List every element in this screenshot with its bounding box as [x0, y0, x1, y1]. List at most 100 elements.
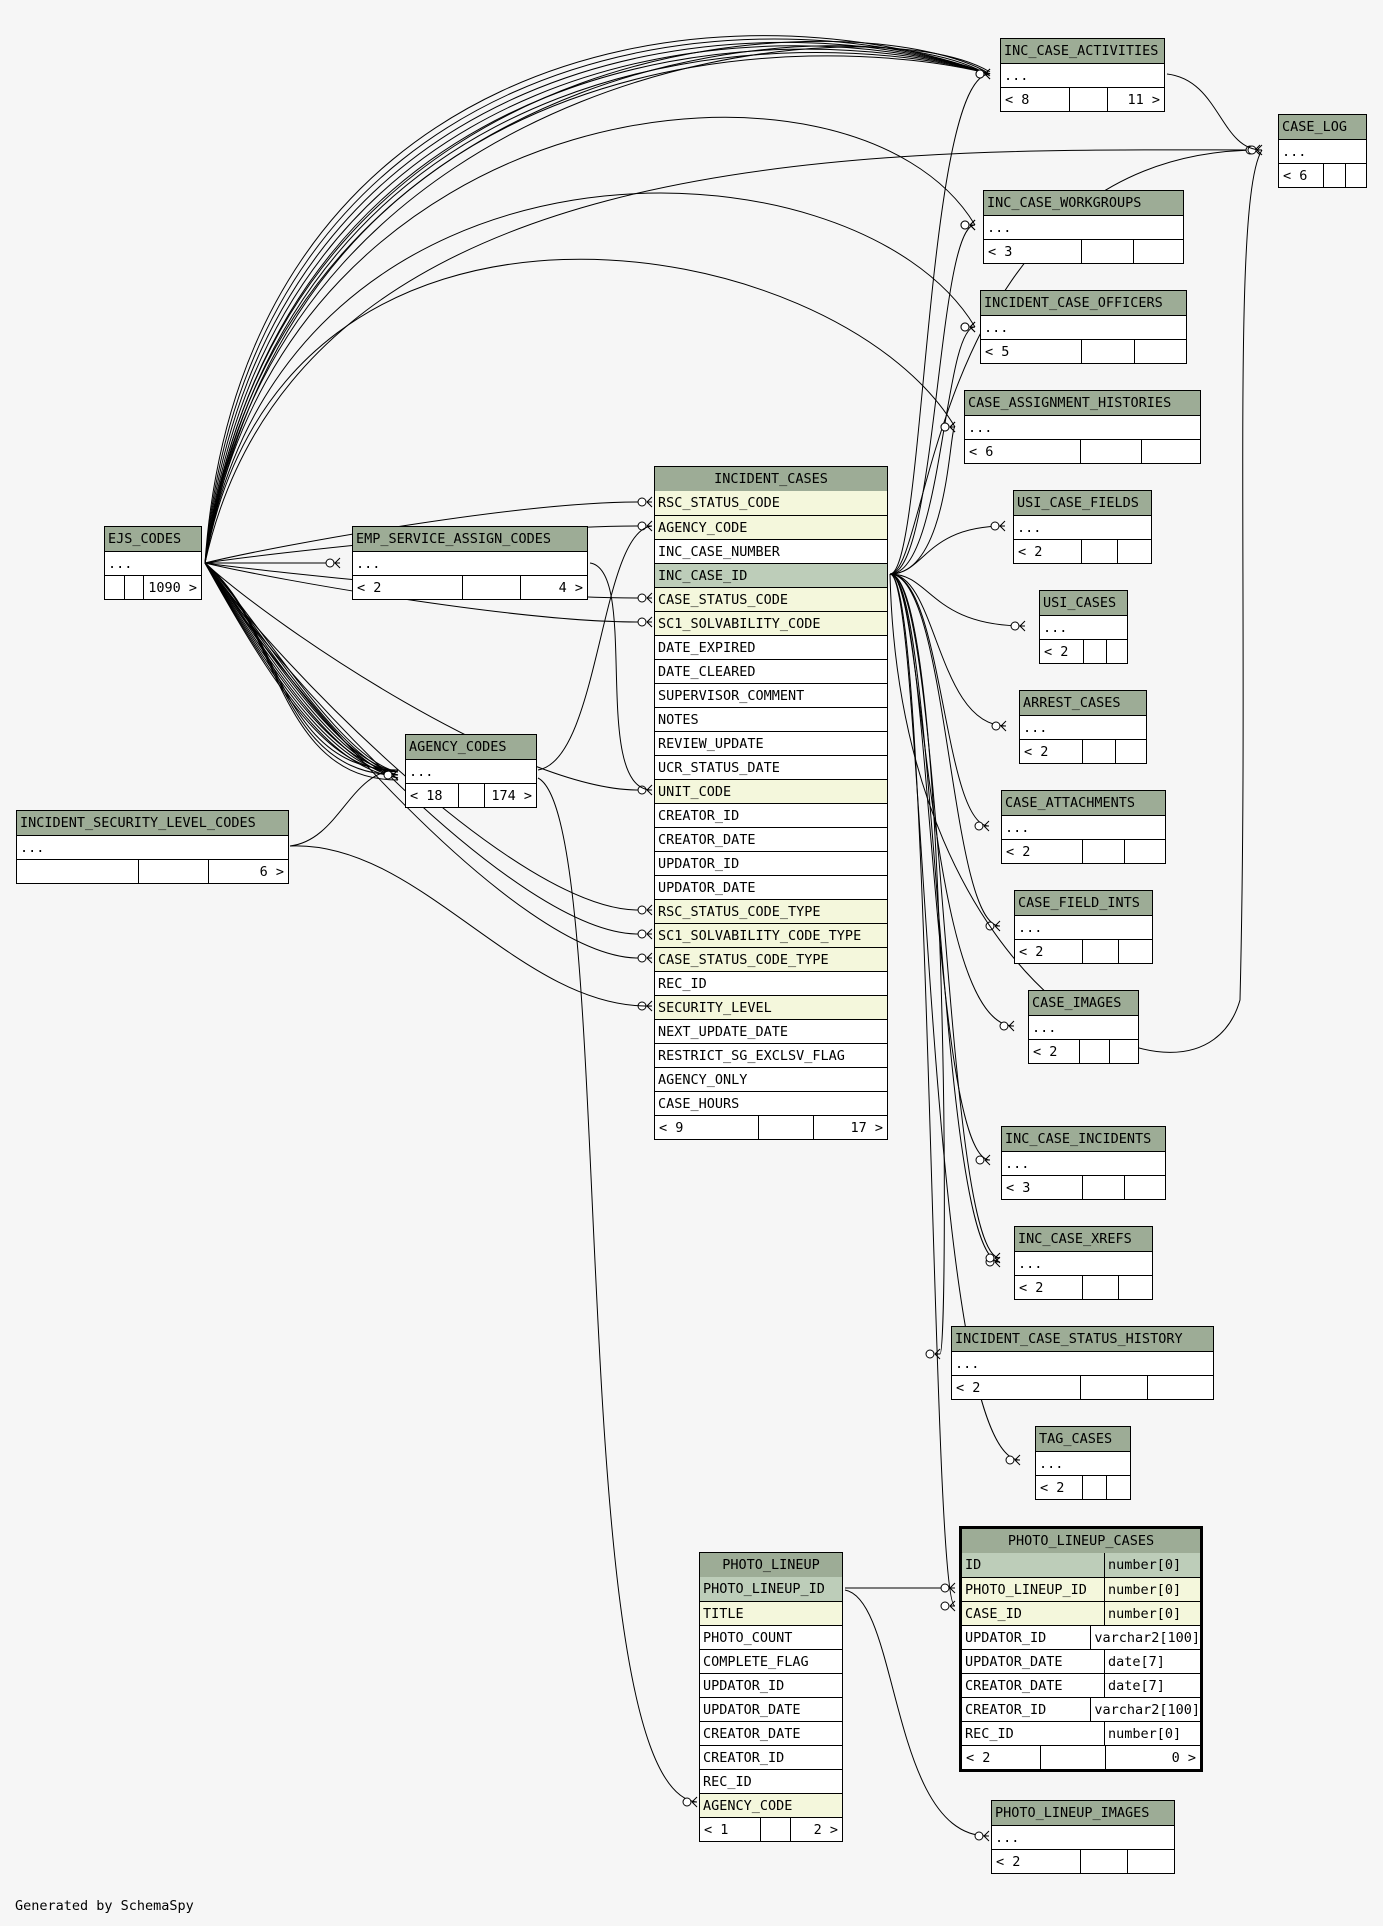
table-footer: < 2: [1014, 539, 1151, 563]
columns-count: [138, 860, 208, 883]
column-row[interactable]: RSC_STATUS_CODE_TYPE: [655, 899, 887, 923]
children-count: [1141, 440, 1200, 463]
table-case-field-ints[interactable]: CASE_FIELD_INTS ... < 2: [1014, 890, 1153, 964]
table-incident-case-status-history[interactable]: INCIDENT_CASE_STATUS_HISTORY ... < 2: [951, 1326, 1214, 1400]
column-row[interactable]: DATE_EXPIRED: [655, 635, 887, 659]
column-row[interactable]: AGENCY_CODE: [700, 1793, 842, 1817]
crowfoot-marker: [1005, 1454, 1021, 1466]
column-row[interactable]: CASE_STATUS_CODE: [655, 587, 887, 611]
crowfoot-marker: [925, 1348, 941, 1360]
relationship-line: [889, 149, 1261, 575]
parents-count: < 2: [1040, 1480, 1065, 1496]
column-row[interactable]: UCR_STATUS_DATE: [655, 755, 887, 779]
table-inc-case-xrefs[interactable]: INC_CASE_XREFS ... < 2: [1014, 1226, 1153, 1300]
column-row[interactable]: CREATOR_DATE: [700, 1721, 842, 1745]
column-row[interactable]: RESTRICT_SG_EXCLSV_FLAG: [655, 1043, 887, 1067]
columns-count: [1081, 340, 1134, 363]
column-row[interactable]: AGENCY_ONLY: [655, 1067, 887, 1091]
table-usi-case-fields[interactable]: USI_CASE_FIELDS ... < 2: [1013, 490, 1152, 564]
table-header: INCIDENT_CASES: [655, 467, 887, 491]
column-row[interactable]: CASE_STATUS_CODE_TYPE: [655, 947, 887, 971]
column-row[interactable]: TITLE: [700, 1601, 842, 1625]
table-tag-cases[interactable]: TAG_CASES ... < 2: [1035, 1426, 1131, 1500]
column-type: date[7]: [1108, 1654, 1165, 1670]
table-inc-case-workgroups[interactable]: INC_CASE_WORKGROUPS ... < 3: [983, 190, 1184, 264]
column-row[interactable]: SECURITY_LEVEL: [655, 995, 887, 1019]
column-row[interactable]: SC1_SOLVABILITY_CODE_TYPE: [655, 923, 887, 947]
columns-ellipsis: ...: [1014, 515, 1151, 539]
table-ejs-codes[interactable]: EJS_CODES ... 1090 >: [104, 526, 202, 600]
columns-count: [1080, 1376, 1147, 1399]
column-row[interactable]: SC1_SOLVABILITY_CODE: [655, 611, 887, 635]
relationship-line: [204, 116, 976, 564]
table-case-log[interactable]: CASE_LOG ... < 6: [1278, 114, 1367, 188]
columns-count: [1082, 1476, 1106, 1499]
columns-count: [462, 576, 520, 599]
column-row[interactable]: REC_ID: [700, 1769, 842, 1793]
column-row[interactable]: INC_CASE_ID: [655, 563, 887, 587]
table-footer: 6 >: [17, 859, 288, 883]
column-row[interactable]: UPDATOR_ID: [700, 1673, 842, 1697]
table-arrest-cases[interactable]: ARREST_CASES ... < 2: [1019, 690, 1147, 764]
column-row[interactable]: CREATOR_DATE: [655, 827, 887, 851]
table-header: USI_CASES: [1040, 591, 1127, 615]
column-row[interactable]: UPDATOR_ID: [655, 851, 887, 875]
column-row[interactable]: UPDATOR_DATE: [655, 875, 887, 899]
column-row[interactable]: CREATOR_ID: [700, 1745, 842, 1769]
column-row[interactable]: SUPERVISOR_COMMENT: [655, 683, 887, 707]
column-row[interactable]: PHOTO_COUNT: [700, 1625, 842, 1649]
parents-count: < 2: [1019, 944, 1044, 960]
column-row[interactable]: REC_ID: [655, 971, 887, 995]
columns-ellipsis: ...: [1020, 715, 1146, 739]
column-row[interactable]: CASE_HOURS: [655, 1091, 887, 1115]
column-row[interactable]: REVIEW_UPDATE: [655, 731, 887, 755]
table-photo-lineup-images[interactable]: PHOTO_LINEUP_IMAGES ... < 2: [991, 1800, 1175, 1874]
table-usi-cases[interactable]: USI_CASES ... < 2: [1039, 590, 1128, 664]
table-case-assignment-histories[interactable]: CASE_ASSIGNMENT_HISTORIES ... < 6: [964, 390, 1201, 464]
crowfoot-marker: [637, 784, 653, 796]
column-row[interactable]: UPDATOR_DATE: [700, 1697, 842, 1721]
relationship-line: [889, 573, 1026, 627]
column-row[interactable]: NOTES: [655, 707, 887, 731]
column-row[interactable]: PHOTO_LINEUP_ID: [700, 1577, 842, 1601]
column-row[interactable]: INC_CASE_NUMBER: [655, 539, 887, 563]
columns-count: [1323, 164, 1345, 187]
relationship-line: [889, 73, 991, 575]
children-count: 11 >: [1107, 88, 1164, 111]
column-row[interactable]: CREATOR_ID: [655, 803, 887, 827]
relationship-line: [889, 573, 990, 827]
table-incident-security-level-codes[interactable]: INCIDENT_SECURITY_LEVEL_CODES ... 6 >: [16, 810, 289, 884]
columns-count: [1080, 1850, 1127, 1873]
column-name: CREATOR_DATE: [962, 1674, 1105, 1697]
table-case-attachments[interactable]: CASE_ATTACHMENTS ... < 2: [1001, 790, 1166, 864]
table-case-images[interactable]: CASE_IMAGES ... < 2: [1028, 990, 1139, 1064]
column-row[interactable]: COMPLETE_FLAG: [700, 1649, 842, 1673]
children-count: 0 >: [1105, 1746, 1200, 1769]
table-incident-case-officers[interactable]: INCIDENT_CASE_OFFICERS ... < 5: [980, 290, 1187, 364]
table-header: CASE_LOG: [1279, 115, 1366, 139]
table-inc-case-incidents[interactable]: INC_CASE_INCIDENTS ... < 3: [1001, 1126, 1166, 1200]
table-header: AGENCY_CODES: [406, 735, 536, 759]
relationship-line: [204, 562, 399, 773]
column-row[interactable]: NEXT_UPDATE_DATE: [655, 1019, 887, 1043]
columns-ellipsis: ...: [1002, 1151, 1165, 1175]
column-row[interactable]: RSC_STATUS_CODE: [655, 491, 887, 515]
column-row[interactable]: DATE_CLEARED: [655, 659, 887, 683]
children-count: 2 >: [790, 1818, 842, 1841]
column-row[interactable]: UNIT_CODE: [655, 779, 887, 803]
column-row[interactable]: AGENCY_CODE: [655, 515, 887, 539]
